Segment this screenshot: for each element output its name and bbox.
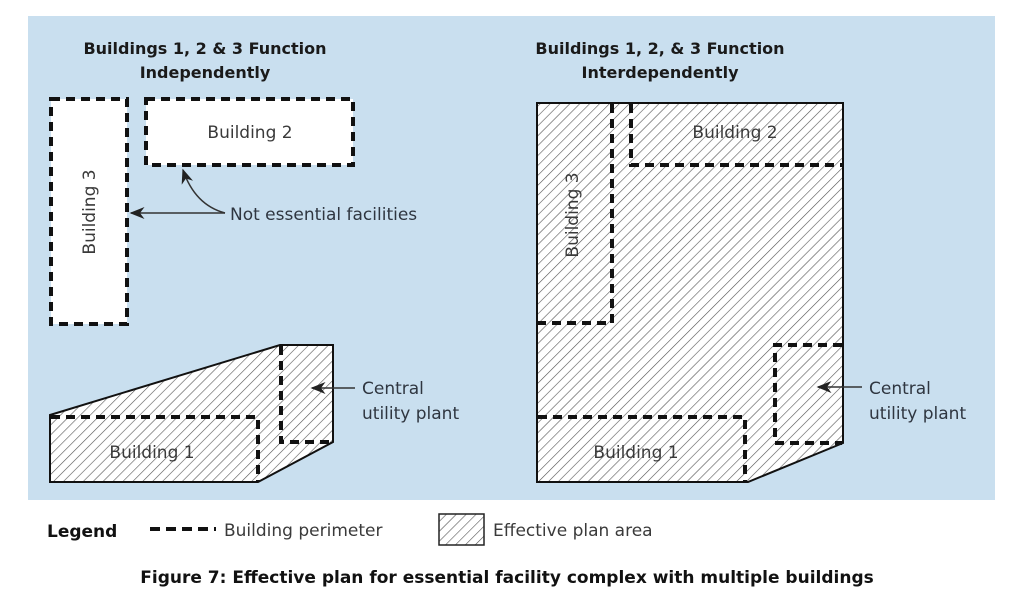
- legend-effective-swatch: [438, 513, 485, 546]
- arrow-to-building-2: [181, 168, 226, 214]
- left-building-1-label: Building 1: [109, 443, 194, 463]
- right-title-line2: Interdependently: [582, 63, 740, 82]
- left-plant-perimeter: [279, 346, 333, 444]
- legend-perimeter-label: Building perimeter: [224, 521, 382, 541]
- left-building-2-label: Building 2: [207, 123, 292, 143]
- right-title-line1: Buildings 1, 2, & 3 Function: [535, 39, 784, 58]
- right-effective-plan-area: [536, 102, 844, 483]
- left-plant-label-1: Central: [362, 379, 424, 399]
- right-building-3-perimeter: [538, 104, 614, 325]
- right-plant-label-1: Central: [869, 379, 931, 399]
- right-building-1-perimeter: [538, 415, 747, 482]
- not-essential-label: Not essential facilities: [230, 205, 417, 225]
- legend-effective-label: Effective plan area: [493, 521, 653, 541]
- right-plant-perimeter: [773, 343, 842, 445]
- right-building-2-label: Building 2: [692, 123, 777, 143]
- left-building-3-perimeter: [49, 97, 129, 326]
- left-building-3-label: Building 3: [80, 169, 100, 254]
- right-building-2-perimeter: [629, 104, 842, 167]
- left-building-1-perimeter: [51, 415, 260, 482]
- left-effective-plan-area: [49, 344, 334, 483]
- left-title-line2: Independently: [140, 63, 271, 82]
- left-title-line1: Buildings 1, 2 & 3 Function: [83, 39, 326, 58]
- right-building-1-label: Building 1: [593, 443, 678, 463]
- left-plant-label-2: utility plant: [362, 404, 459, 424]
- right-building-3-label: Building 3: [563, 172, 583, 257]
- left-building-2-perimeter: [144, 97, 355, 167]
- figure-caption: Figure 7: Effective plan for essential f…: [140, 568, 873, 588]
- legend-title: Legend: [47, 522, 117, 542]
- right-plant-label-2: utility plant: [869, 404, 966, 424]
